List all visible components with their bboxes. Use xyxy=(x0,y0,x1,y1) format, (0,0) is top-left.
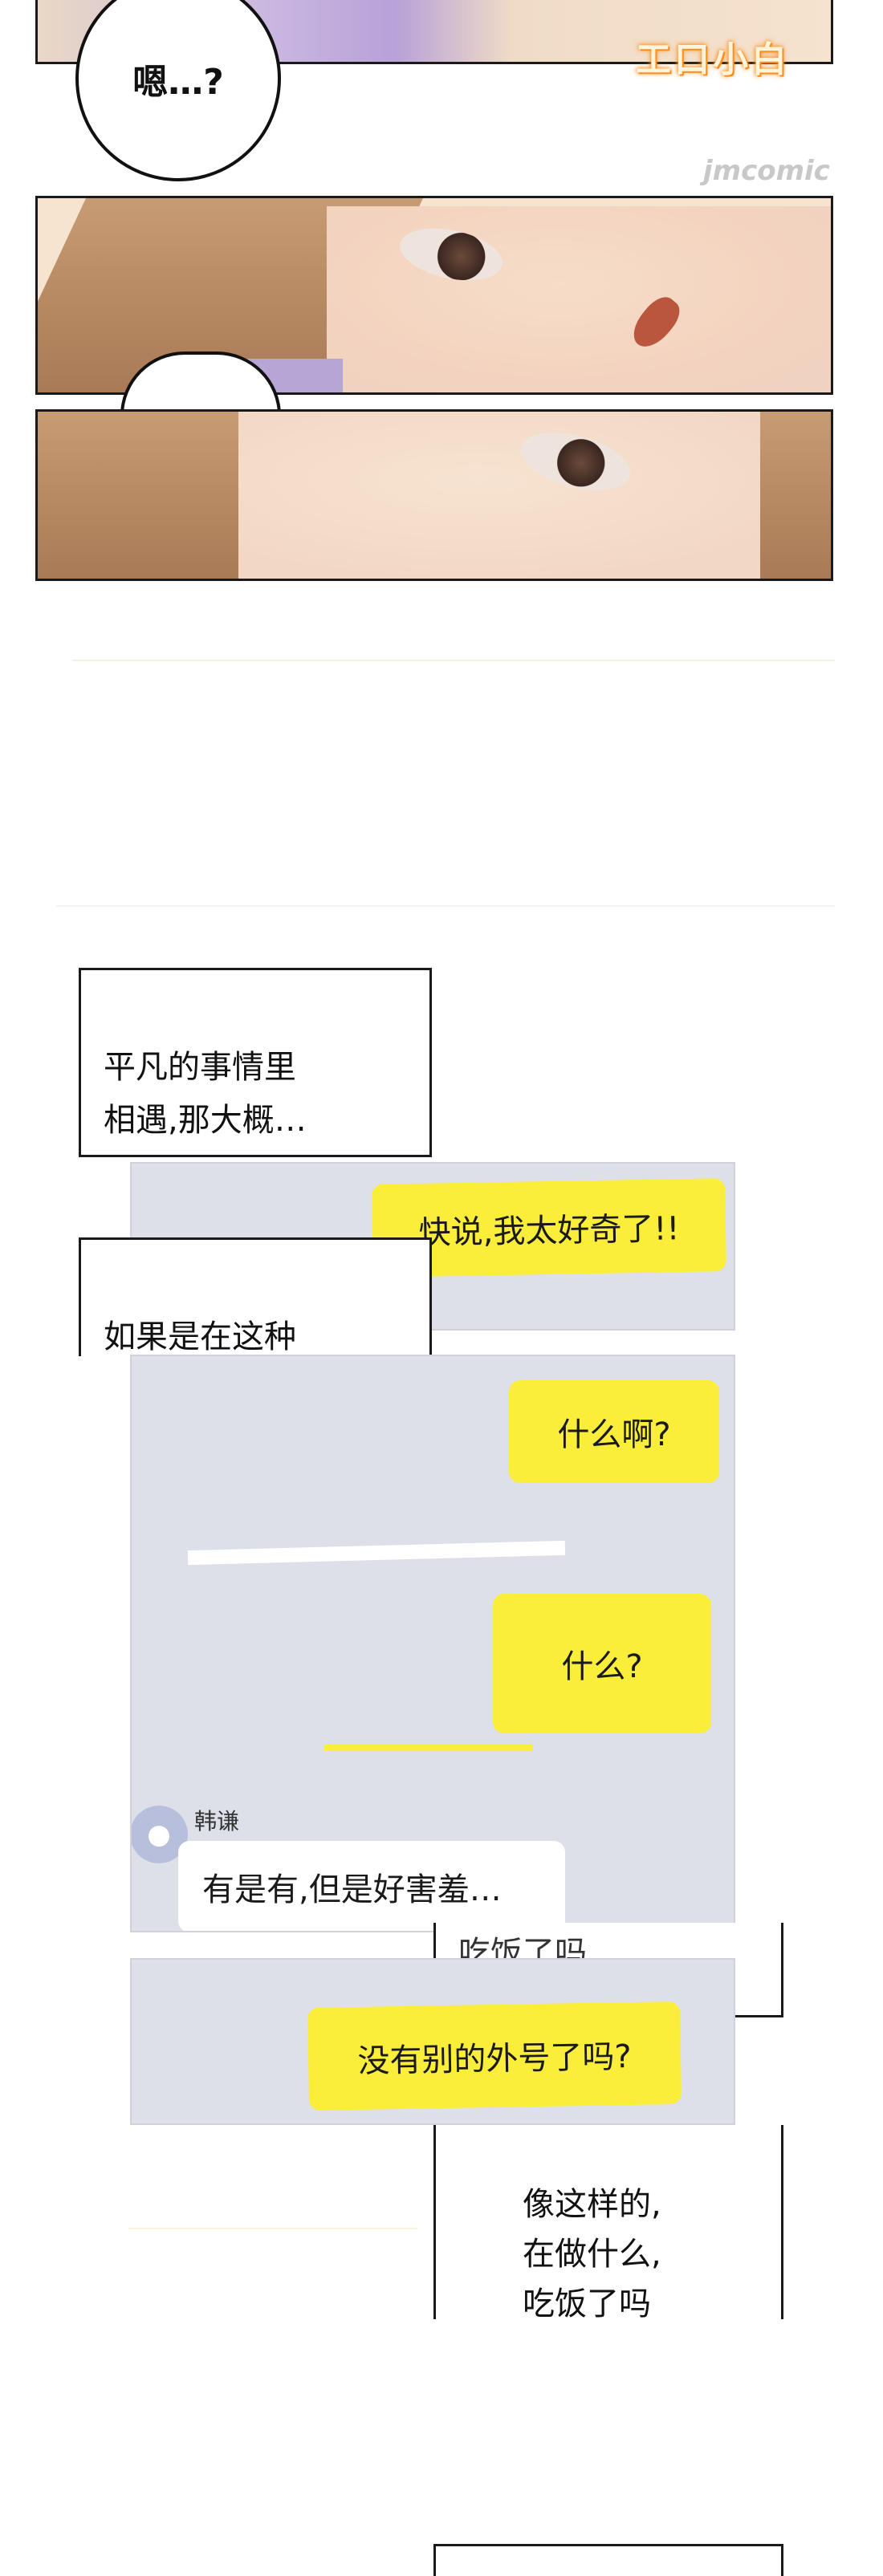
divider xyxy=(128,2228,417,2229)
narration-text: 像这样的, 在做什么, 吃饭了吗 xyxy=(523,2186,661,2322)
site-logo: 工口小白 xyxy=(636,39,790,80)
chat-bubble-received: 有是有,但是好害羞… xyxy=(178,1841,565,1931)
yellow-streak xyxy=(324,1745,533,1751)
narration-box-1: 平凡的事情里 相遇,那大概… xyxy=(79,968,432,1157)
watermark-box: jmcomic xyxy=(703,151,880,191)
chat-panel-3: 没有别的外号了吗? xyxy=(130,1958,735,2125)
speech-bubble-text: 嗯…? xyxy=(132,62,224,103)
chat-message: 什么啊? xyxy=(557,1416,671,1453)
chat-panel-2: 什么啊? 什么? ● 韩谦 有是有,但是好害羞… xyxy=(130,1355,735,1932)
chat-bubble-sent-1: 什么啊? xyxy=(509,1380,719,1483)
divider xyxy=(56,905,835,907)
chat-bubble-sent-2: 什么? xyxy=(493,1594,711,1733)
chat-message: 快说,我太好奇了!! xyxy=(418,1210,680,1252)
chat-bubble-sent: 没有别的外号了吗? xyxy=(307,2001,682,2111)
speech-bubble: 嗯…? xyxy=(75,0,281,181)
face-panel-1 xyxy=(35,196,833,395)
chat-message: 有是有,但是好害羞… xyxy=(202,1871,502,1908)
watermark-text: jmcomic xyxy=(703,155,830,187)
contact-name-text: 韩谦 xyxy=(194,1808,240,1834)
logo-box: 工口小白 xyxy=(592,26,833,87)
divider xyxy=(72,660,835,661)
narration-text: 如果是在这种 xyxy=(104,1318,296,1355)
divider-streak xyxy=(187,1540,566,1566)
hair-2 xyxy=(38,412,246,579)
face-panel-2 xyxy=(35,409,833,581)
narration-box-2: 如果是在这种 xyxy=(79,1237,432,1356)
bottom-panel-edge xyxy=(433,2544,783,2576)
chat-message: 没有别的外号了吗? xyxy=(357,2038,633,2080)
narration-text: 平凡的事情里 相遇,那大概… xyxy=(104,1049,307,1139)
cheek xyxy=(327,206,831,392)
narration-box-4: 像这样的, 在做什么, 吃饭了吗 xyxy=(433,2125,783,2322)
chat-message: 什么? xyxy=(561,1648,643,1685)
contact-name: 韩谦 xyxy=(194,1804,239,1836)
hair-right xyxy=(760,412,831,579)
